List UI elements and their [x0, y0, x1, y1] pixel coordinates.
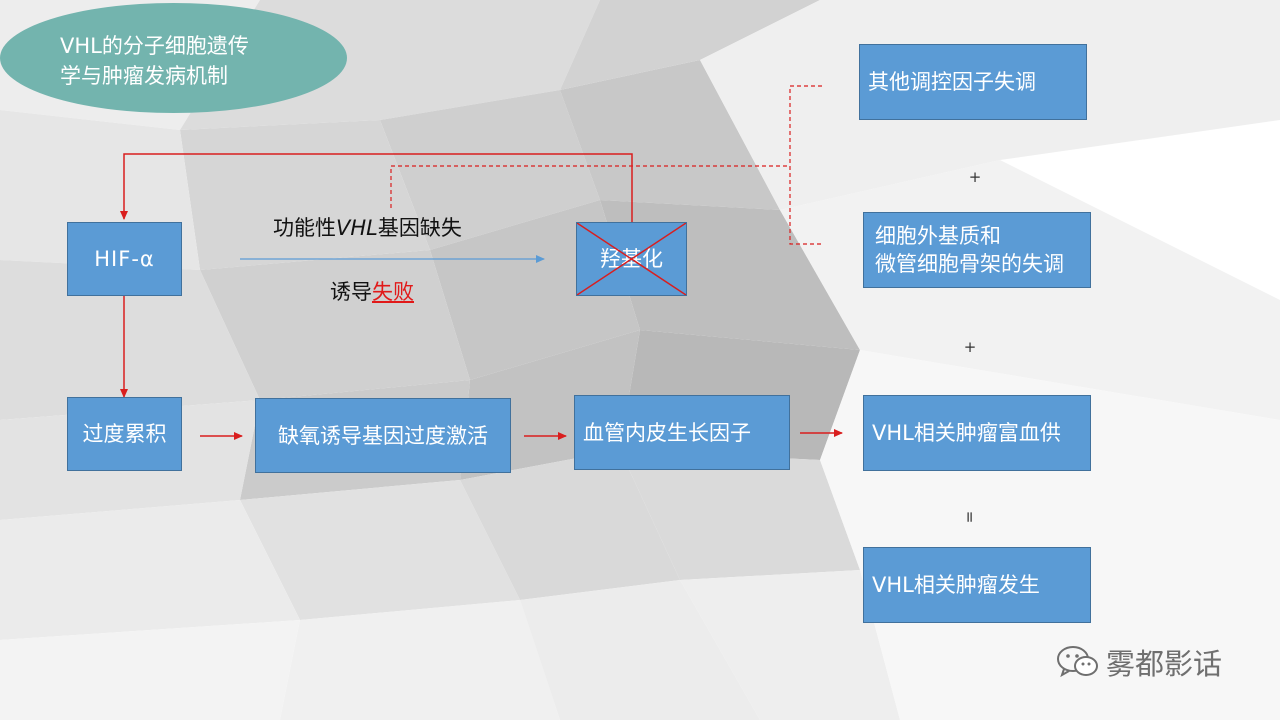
title-line-1: VHL的分子细胞遗传 [60, 34, 249, 58]
feedback-arrow [120, 153, 633, 222]
induction-failure-text: 失败 [372, 280, 414, 304]
node-ecm-dysregulation: 细胞外基质和 微管细胞骨架的失调 [863, 212, 1091, 288]
node-vegf: 血管内皮生长因子 [574, 395, 790, 470]
node-hif-alpha: HIF-α [67, 222, 182, 296]
node-tumorigenesis: VHL相关肿瘤发生 [863, 547, 1091, 623]
node-other-factors: 其他调控因子失调 [859, 44, 1087, 120]
node-hypoxia-genes-label: 缺氧诱导基因过度激活 [278, 423, 488, 448]
node-hif-alpha-label: HIF-α [94, 247, 155, 271]
dashed-connector [390, 165, 790, 208]
induction-prefix: 诱导 [330, 280, 372, 304]
cross-mark [577, 223, 686, 295]
node-ecm-line-2: 微管细胞骨架的失调 [875, 252, 1064, 276]
gene-loss-gene: VHL [336, 216, 378, 240]
node-hypoxia-genes: 缺氧诱导基因过度激活 [255, 398, 511, 473]
title-ellipse: VHL的分子细胞遗传 学与肿瘤发病机制 [0, 3, 347, 113]
title-line-2: 学与肿瘤发病机制 [60, 64, 228, 88]
plus-operator-1: + [968, 168, 982, 186]
wechat-icon [1057, 646, 1098, 678]
node-hydroxylation: 羟基化 [576, 222, 687, 296]
node-other-factors-label: 其他调控因子失调 [868, 70, 1036, 94]
watermark-text: 雾都影话 [1106, 647, 1223, 681]
gene-loss-label: 功能性VHL基因缺失 [273, 212, 462, 242]
dashed-bracket [789, 85, 822, 245]
watermark: 雾都影话 [1056, 640, 1222, 684]
node-blood-supply-label: VHL相关肿瘤富血供 [872, 421, 1061, 445]
induction-failure-label: 诱导失败 [330, 276, 414, 306]
node-tumorigenesis-label: VHL相关肿瘤发生 [872, 573, 1040, 597]
node-blood-supply: VHL相关肿瘤富血供 [863, 395, 1091, 471]
equals-operator: = [961, 510, 979, 524]
gene-loss-suffix: 基因缺失 [377, 216, 462, 240]
node-accumulation-label: 过度累积 [82, 422, 167, 446]
node-ecm-line-1: 细胞外基质和 [875, 224, 1001, 248]
node-accumulation: 过度累积 [67, 397, 182, 471]
node-vegf-label: 血管内皮生长因子 [583, 420, 751, 445]
gene-loss-prefix: 功能性 [273, 216, 336, 240]
plus-operator-2: + [963, 338, 977, 356]
